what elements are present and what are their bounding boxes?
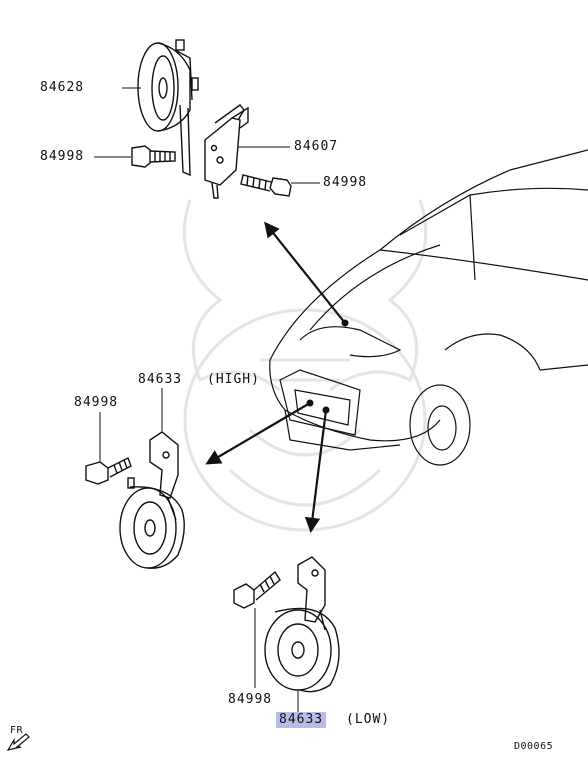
diagram-code: D00065 (514, 741, 554, 752)
front-direction-arrow-icon (6, 733, 30, 751)
part-note-high: (HIGH) (207, 372, 260, 387)
part-label-bolt-top-left: 84998 (40, 149, 85, 164)
part-label-bolt-high: 84998 (74, 395, 119, 410)
part-label-bracket-high: 84633 (138, 372, 183, 387)
top-bracket-icon (179, 104, 249, 199)
part-label-bolt-top-right: 84998 (323, 175, 368, 190)
part-note-low: (LOW) (346, 712, 391, 727)
watermark-emblem (182, 199, 428, 532)
high-bracket-icon (149, 431, 179, 521)
low-bracket-icon (297, 556, 326, 631)
top-horn-icon (137, 39, 199, 132)
low-horn-icon (264, 607, 340, 693)
part-label-bolt-low: 84998 (228, 692, 273, 707)
front-direction-label: FR (10, 725, 24, 736)
top-right-bolt-icon (240, 174, 292, 197)
low-bolt-icon (233, 570, 281, 609)
top-left-bolt-icon (131, 145, 176, 168)
part-label-horn-top: 84628 (40, 80, 85, 95)
high-horn-icon (119, 477, 185, 569)
mount-points (306, 319, 349, 414)
pointer-arrows (205, 221, 346, 534)
part-label-bracket-top: 84607 (294, 139, 339, 154)
leader-lines (94, 87, 320, 712)
high-bolt-icon (85, 457, 132, 485)
part-label-bracket-low: 84633 (276, 712, 327, 728)
car-outline (269, 149, 588, 466)
